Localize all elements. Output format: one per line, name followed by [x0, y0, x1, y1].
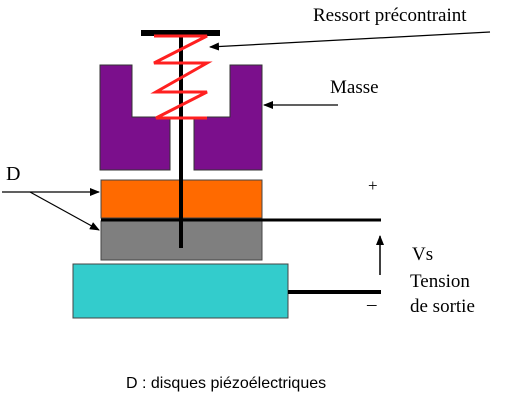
tension-label: Tension [410, 271, 470, 292]
plus-sign: + [368, 176, 378, 195]
vs-label: Vs [412, 244, 433, 265]
caption: D : disques piézoélectriques [126, 375, 326, 392]
minus-sign: – [366, 294, 377, 315]
mass-label: Masse [330, 77, 379, 98]
spring-label: Ressort précontraint [313, 5, 467, 26]
base-block [72, 263, 289, 319]
mass-right [193, 64, 263, 171]
d-arrow-lower-stem [29, 191, 100, 231]
spring [150, 34, 213, 120]
spring-arrow [209, 31, 491, 51]
disks-letter-label: D [6, 163, 20, 185]
de-sortie-label: de sortie [410, 296, 475, 317]
